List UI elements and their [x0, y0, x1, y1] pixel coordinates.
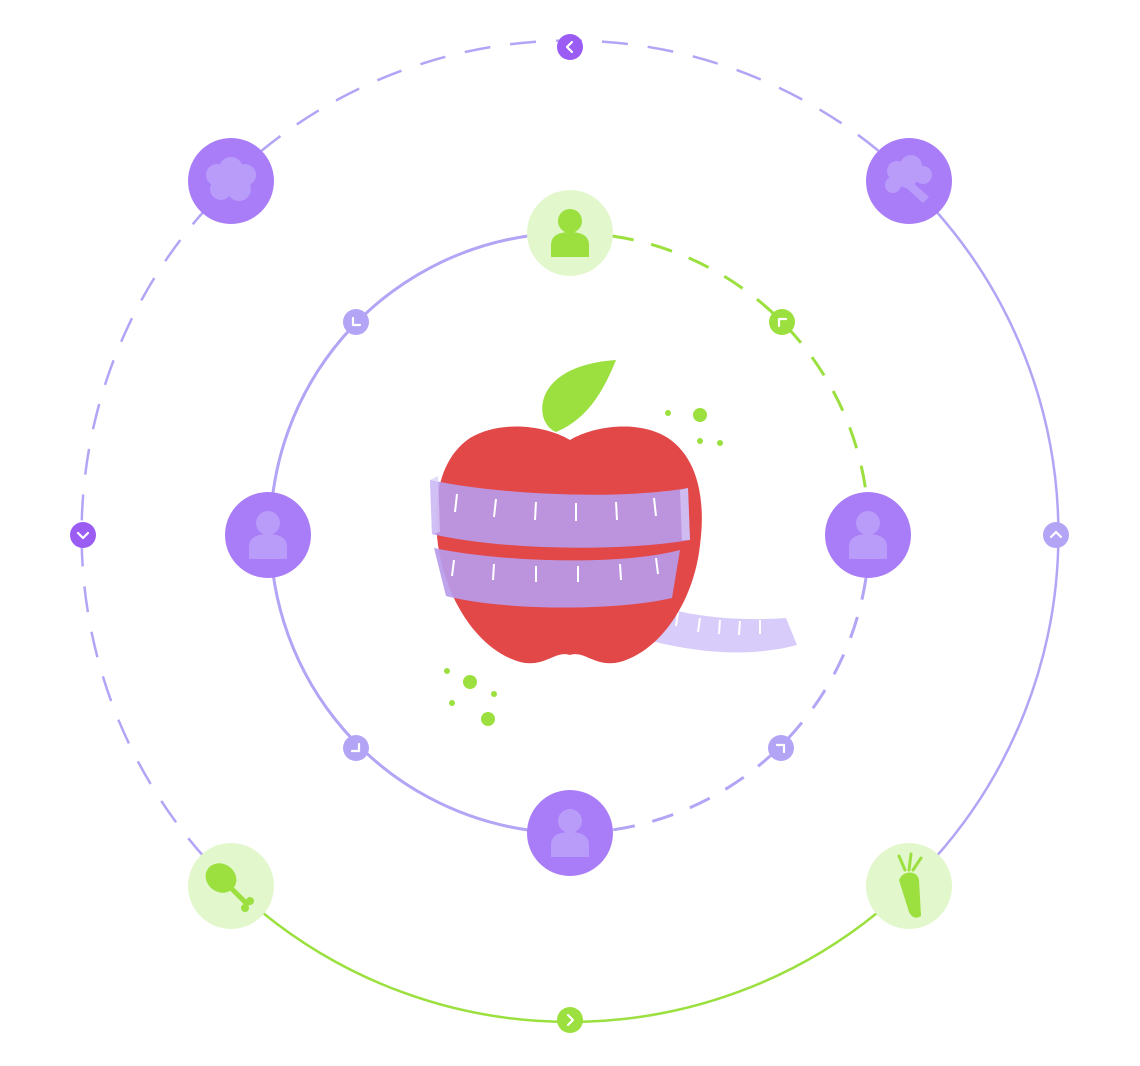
outer-node-carrot[interactable] [866, 843, 952, 929]
chevron-right-icon [566, 1013, 575, 1027]
corner-bottom-left-icon [351, 316, 362, 327]
inner-node-top[interactable] [527, 190, 613, 276]
chevron-up-icon [1049, 530, 1063, 539]
outer-ring-dashed-left [80, 209, 206, 859]
outer-arrows [70, 34, 1069, 1033]
inner-ring-dashed-bottom-right [611, 577, 868, 832]
chevron-left-icon [565, 40, 574, 54]
chicken-leg-icon [205, 863, 254, 912]
corner-top-left-icon [777, 317, 788, 328]
outer-arrow-right[interactable] [1043, 522, 1069, 548]
cauliflower-icon [206, 157, 256, 201]
inner-marker-top-left[interactable] [343, 309, 369, 335]
apple-with-measuring-tape-icon [430, 360, 797, 726]
inner-markers [343, 309, 795, 761]
inner-marker-bottom-right[interactable] [768, 735, 794, 761]
outer-arrow-top[interactable] [557, 34, 583, 60]
outer-nodes [188, 138, 952, 929]
inner-nodes [225, 190, 911, 876]
chevron-down-icon [76, 531, 90, 540]
inner-node-right[interactable] [825, 492, 911, 578]
tape-band-upper-ticks [454, 493, 657, 521]
sparkle-dots [444, 408, 723, 726]
carrot-icon [897, 852, 923, 918]
tape-band-lower [434, 548, 680, 608]
tape-band-upper-edge [430, 476, 440, 534]
inner-marker-bottom-left[interactable] [343, 735, 369, 761]
tape-tail-ticks [675, 611, 761, 636]
person-icon [249, 511, 287, 559]
outer-arrow-bottom[interactable] [557, 1007, 583, 1033]
inner-ring-dashed-top-right [611, 234, 868, 493]
person-icon [551, 809, 589, 857]
inner-marker-top-right[interactable] [769, 309, 795, 335]
apple-leaf [542, 360, 616, 432]
corner-top-right-icon [775, 743, 786, 754]
tape-band-upper [430, 480, 690, 548]
outer-ring-solid-bottom [262, 912, 878, 1024]
tape-band-upper-edge-right [680, 488, 690, 540]
corner-bottom-right-icon [350, 742, 361, 753]
outer-arrow-left[interactable] [70, 522, 96, 548]
person-icon [849, 511, 887, 559]
inner-node-left[interactable] [225, 492, 311, 578]
inner-node-bottom[interactable] [527, 790, 613, 876]
outer-ring-solid-right [934, 209, 1060, 859]
broccoli-icon [885, 155, 932, 203]
person-icon [551, 209, 589, 257]
outer-node-broccoli[interactable] [866, 138, 952, 224]
tape-band-lower-ticks [451, 557, 659, 582]
outer-node-chicken-leg[interactable] [188, 843, 274, 929]
outer-node-cauliflower[interactable] [188, 138, 274, 224]
